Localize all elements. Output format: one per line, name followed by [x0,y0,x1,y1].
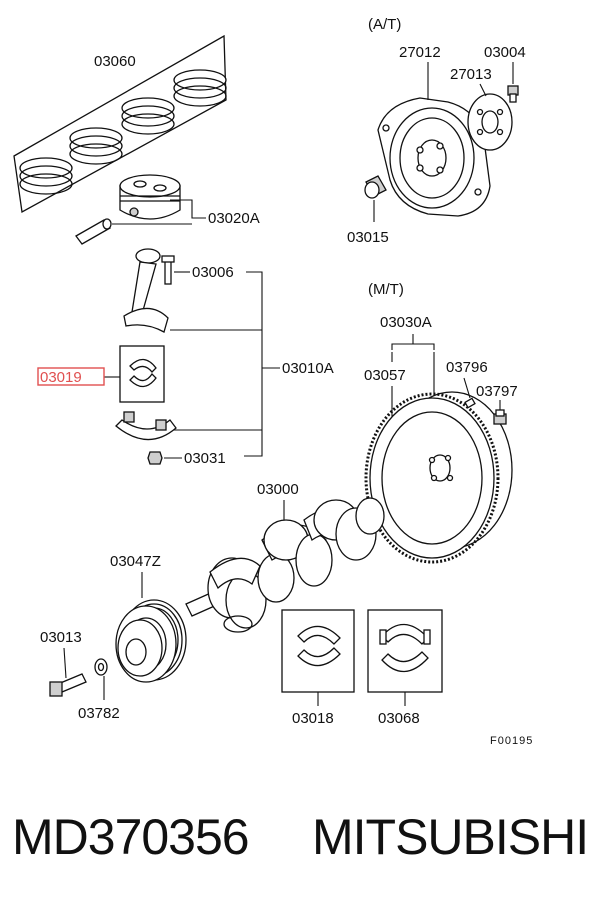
washer-icon [94,658,108,676]
adapter-plate-icon [467,93,513,151]
label-03013: 03013 [40,629,82,646]
label-27012: 27012 [399,44,441,61]
drive-plate-bolt-icon [507,85,519,103]
crankshaft-icon [185,497,385,633]
flywheel-bolt-icon [493,409,507,425]
label-03797: 03797 [476,383,518,400]
label-03020A: 03020A [208,210,260,227]
label-03782: 03782 [78,705,120,722]
thrust-bearing-box [367,609,443,693]
flywheel-icon [364,391,513,564]
section-label-at: (A/T) [368,16,401,33]
figure-code: F00195 [490,735,533,747]
label-03060: 03060 [94,53,136,70]
rod-bolt-icon [161,255,175,285]
parts-diagram: 03060 03020A 03006 03010A 03019 [13,16,533,747]
label-03000: 03000 [257,481,299,498]
piston-rings-set [13,34,227,214]
piston-pin-icon [75,218,112,245]
label-03031: 03031 [184,450,226,467]
piston-ring-3 [121,97,175,135]
rod-nut-icon [147,451,163,465]
piston-icon [119,174,181,220]
label-03068: 03068 [378,710,420,727]
piston-ring-2 [69,127,123,165]
label-03796: 03796 [446,359,488,376]
label-03019: 03019 [40,369,82,386]
drive-plate-icon [377,97,491,217]
label-03019-highlight [37,367,105,386]
label-03006: 03006 [192,264,234,281]
connecting-rod-icon [123,248,169,333]
part-number: MD370356 [12,809,250,865]
caption-bar: MD370356 MITSUBISHI [0,800,600,880]
piston-ring-4 [173,69,227,107]
main-bearing-box [281,609,355,693]
label-03030A: 03030A [380,314,432,331]
dowel-pin-icon [464,397,476,409]
section-label-mt: (M/T) [368,281,404,298]
crank-bolt-icon [49,673,87,697]
label-03047Z: 03047Z [110,553,161,570]
label-03004: 03004 [484,44,526,61]
rod-cap-icon [115,411,177,441]
label-03057: 03057 [364,367,406,384]
piston-ring-1 [19,157,73,195]
label-03018: 03018 [292,710,334,727]
bushing-icon [364,175,387,199]
label-03010A: 03010A [282,360,334,377]
brand-name: MITSUBISHI [312,809,589,865]
label-27013: 27013 [450,66,492,83]
crank-pulley-icon [115,599,187,683]
rod-bearing-box [119,345,165,403]
label-03015: 03015 [347,229,389,246]
